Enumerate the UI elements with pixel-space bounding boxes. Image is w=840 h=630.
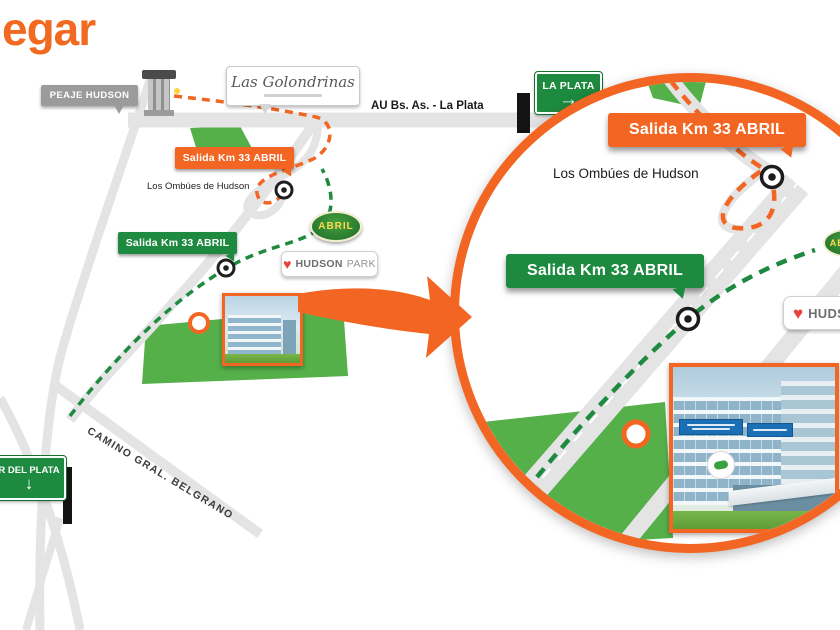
inset-ombues-label: Los Ombúes de Hudson — [553, 166, 699, 181]
inset-hudson-park-sign: ♥ HUDSON PARK — [783, 296, 840, 330]
las-golondrinas-pointer — [259, 104, 271, 114]
mar-del-plata-sign: R DEL PLATA ↓ — [0, 456, 66, 500]
salida-km33-orange-label: Salida Km 33 ABRIL — [182, 152, 287, 164]
inset-salida-green-sign: Salida Km 33 ABRIL — [506, 254, 704, 301]
down-arrow-icon: ↓ — [24, 474, 34, 493]
peaje-hudson-label: PEAJE HUDSON — [49, 90, 130, 101]
building-photo-thumbnail — [222, 293, 303, 366]
mar-del-plata-label: R DEL PLATA — [0, 465, 60, 476]
large-photo-blue-signboard-2 — [747, 423, 793, 437]
inset-heart-icon: ♥ — [793, 303, 804, 323]
inset-road-exit-loop — [717, 166, 782, 234]
photo-building-glass — [228, 314, 281, 354]
la-plata-label: LA PLATA — [542, 79, 595, 92]
badge-green-mark — [713, 459, 729, 471]
route-marker-green — [216, 258, 236, 278]
highway-label: AU Bs. As. - La Plata — [371, 100, 484, 112]
photo-lawn — [225, 353, 300, 363]
hudson-park-sign: ♥ HUDSON PARK — [281, 251, 378, 277]
zoom-inset-circle: Salida Km 33 ABRIL Los Ombúes de Hudson … — [450, 73, 840, 553]
road-bottom-branch — [22, 516, 64, 630]
toll-roof — [142, 70, 176, 79]
overpass-bar — [517, 93, 530, 133]
inset-marker-orange — [759, 164, 785, 190]
inset-salida-orange-label: Salida Km 33 ABRIL — [629, 121, 785, 138]
salida-km33-green-label: Salida Km 33 ABRIL — [125, 237, 230, 249]
page-title-fragment: egar — [2, 3, 96, 55]
sign-text-blur — [692, 428, 730, 430]
hudson-park-label-park: PARK — [346, 258, 376, 270]
peaje-hudson-sign: PEAJE HUDSON — [41, 85, 138, 114]
road-bottom-left — [0, 395, 85, 630]
salida-km33-green-sign: Salida Km 33 ABRIL — [118, 232, 239, 264]
large-photo-round-badge — [707, 451, 735, 479]
large-photo-blue-signboard-1 — [679, 419, 743, 435]
inset-abril-logo-label: ABRIL — [829, 238, 840, 248]
abril-logo: ABRIL — [310, 211, 362, 242]
las-golondrinas-tagline-line — [264, 94, 322, 97]
location-ring-marker — [188, 312, 210, 334]
photo-building-side — [282, 320, 297, 354]
hudson-park-label-hudson: HUDSON — [295, 258, 343, 270]
salida-km33-orange-sign: Salida Km 33 ABRIL — [175, 147, 296, 179]
inset-route-orange-dashed — [668, 82, 777, 231]
building-photo-large — [669, 363, 839, 533]
large-photo-lawn — [673, 511, 835, 529]
peaje-sign-pointer — [114, 105, 124, 114]
toll-barrier-dot — [174, 88, 180, 94]
ombues-label: Los Ombúes de Hudson — [147, 181, 250, 192]
road-camino-belgrano — [53, 381, 263, 539]
las-golondrinas-label: Las Golondrinas — [231, 73, 355, 91]
las-golondrinas-sign: Las Golondrinas — [226, 66, 360, 114]
toll-body — [148, 79, 170, 110]
route-marker-orange — [274, 180, 294, 200]
road-left — [35, 72, 157, 630]
reference-bar-bottom — [63, 467, 72, 524]
route-orange-dashed — [173, 94, 332, 205]
inset-salida-green-label: Salida Km 33 ABRIL — [527, 262, 683, 279]
inset-marker-green — [675, 306, 701, 332]
inset-hudson-label: HUDSON — [808, 305, 840, 321]
road-exit-loop — [243, 125, 322, 220]
sign-text-blur — [752, 429, 788, 431]
inset-location-ring-marker — [621, 419, 651, 449]
toll-booth-icon — [142, 70, 180, 116]
sign-text-blur — [686, 424, 736, 426]
abril-logo-label: ABRIL — [318, 221, 354, 232]
toll-base — [144, 110, 174, 116]
heart-icon: ♥ — [283, 256, 292, 272]
inset-salida-orange-sign: Salida Km 33 ABRIL — [608, 113, 806, 161]
